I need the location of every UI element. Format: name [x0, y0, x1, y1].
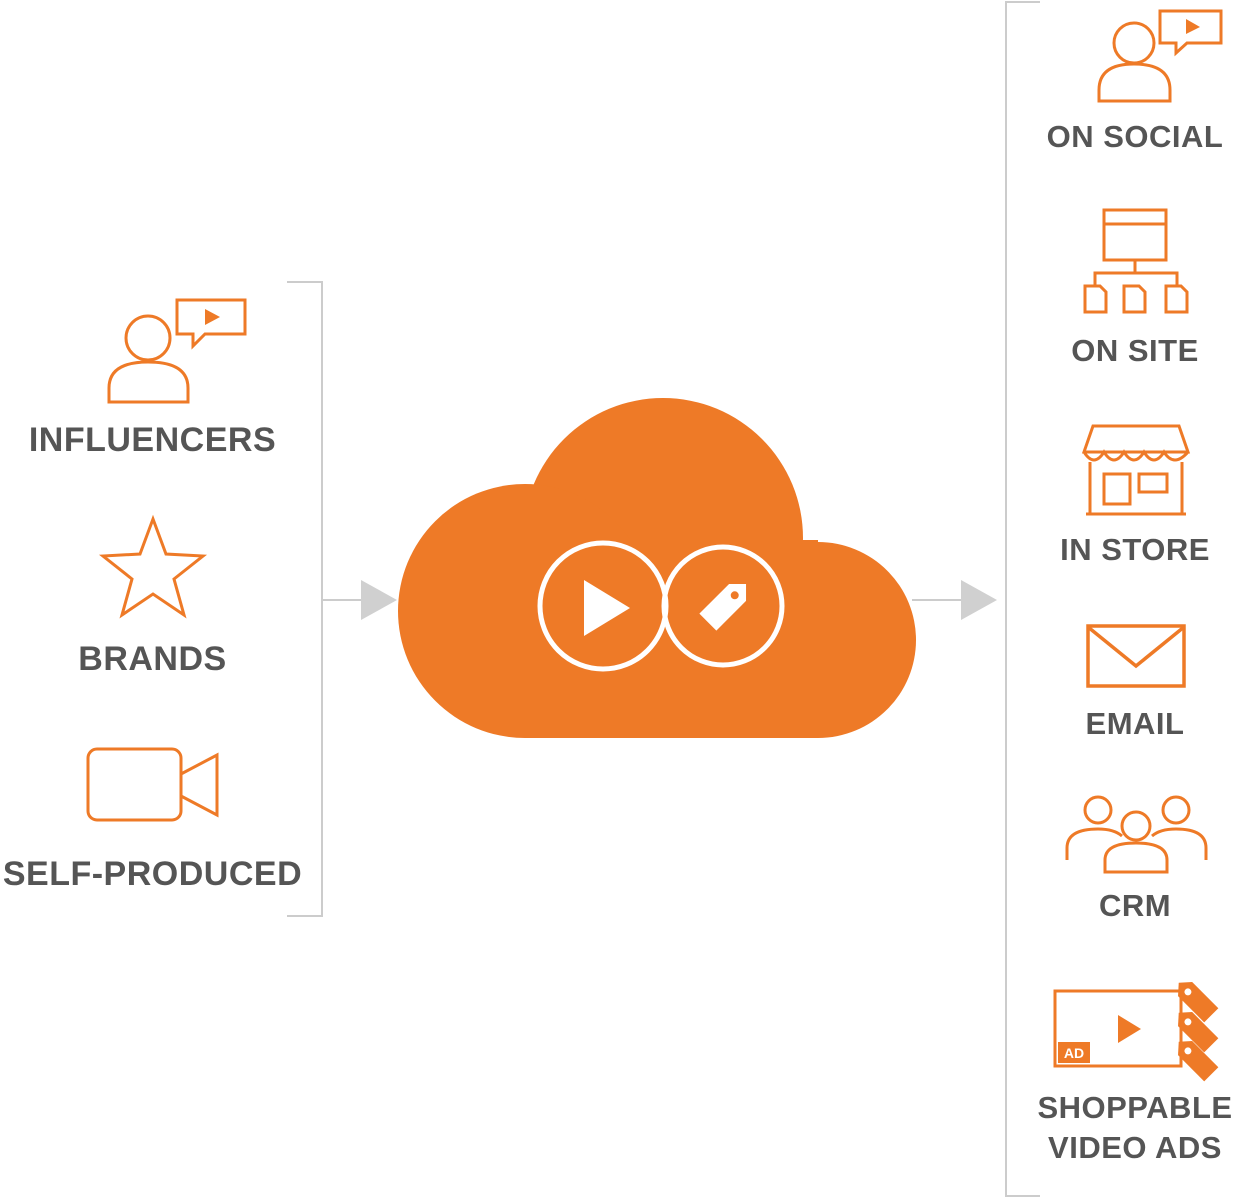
channel-label-email: EMAIL	[1085, 706, 1185, 741]
ad-badge: AD	[1064, 1045, 1084, 1061]
channel-label-on-site: ON SITE	[1071, 333, 1199, 368]
channel-label-shoppable-line1: SHOPPABLE	[1037, 1090, 1233, 1125]
sitemap-icon	[1083, 208, 1189, 314]
channel-label-in-store: IN STORE	[1060, 532, 1210, 567]
source-label-brands: BRANDS	[78, 640, 227, 678]
channel-label-shoppable-line2: VIDEO ADS	[1048, 1130, 1222, 1165]
sources-bracket	[287, 281, 323, 917]
input-arrow	[322, 580, 397, 620]
channel-label-on-social: ON SOCIAL	[1046, 119, 1224, 154]
source-label-influencers: INFLUENCERS	[28, 421, 277, 459]
cloud-icon	[398, 398, 916, 738]
video-camera-icon	[86, 747, 219, 822]
price-tag-circle-icon	[661, 544, 785, 668]
source-label-self-produced: SELF-PRODUCED	[2, 855, 303, 893]
channel-label-crm: CRM	[1098, 888, 1172, 923]
output-arrow	[912, 580, 997, 620]
people-group-icon	[1065, 795, 1208, 874]
envelope-icon	[1086, 624, 1186, 688]
social-video-icon	[1097, 9, 1223, 103]
influencer-icon	[107, 298, 247, 404]
star-icon	[98, 514, 208, 619]
channels-bracket	[1005, 1, 1040, 1197]
shoppable-ad-icon: AD	[1053, 982, 1219, 1082]
storefront-icon	[1081, 424, 1191, 516]
